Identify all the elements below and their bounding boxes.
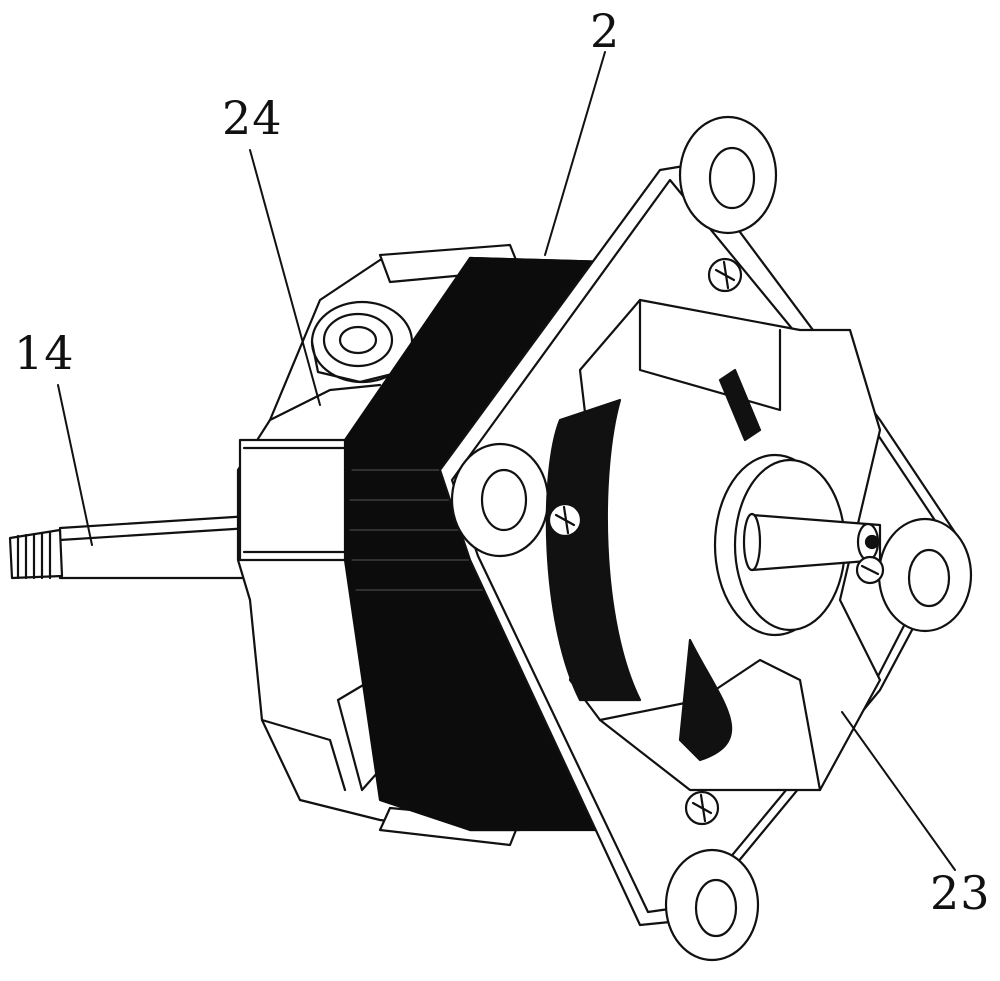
- part-label-2: 2: [590, 4, 621, 58]
- screws: [547, 257, 885, 826]
- output-shaft: [8, 514, 252, 580]
- part-label-14: 14: [14, 326, 75, 380]
- part-label-24: 24: [222, 91, 283, 145]
- mounting-ears: [450, 115, 973, 962]
- front-hub: [713, 453, 882, 637]
- part-label-23: 23: [930, 866, 991, 920]
- leader-lines: [57, 51, 956, 871]
